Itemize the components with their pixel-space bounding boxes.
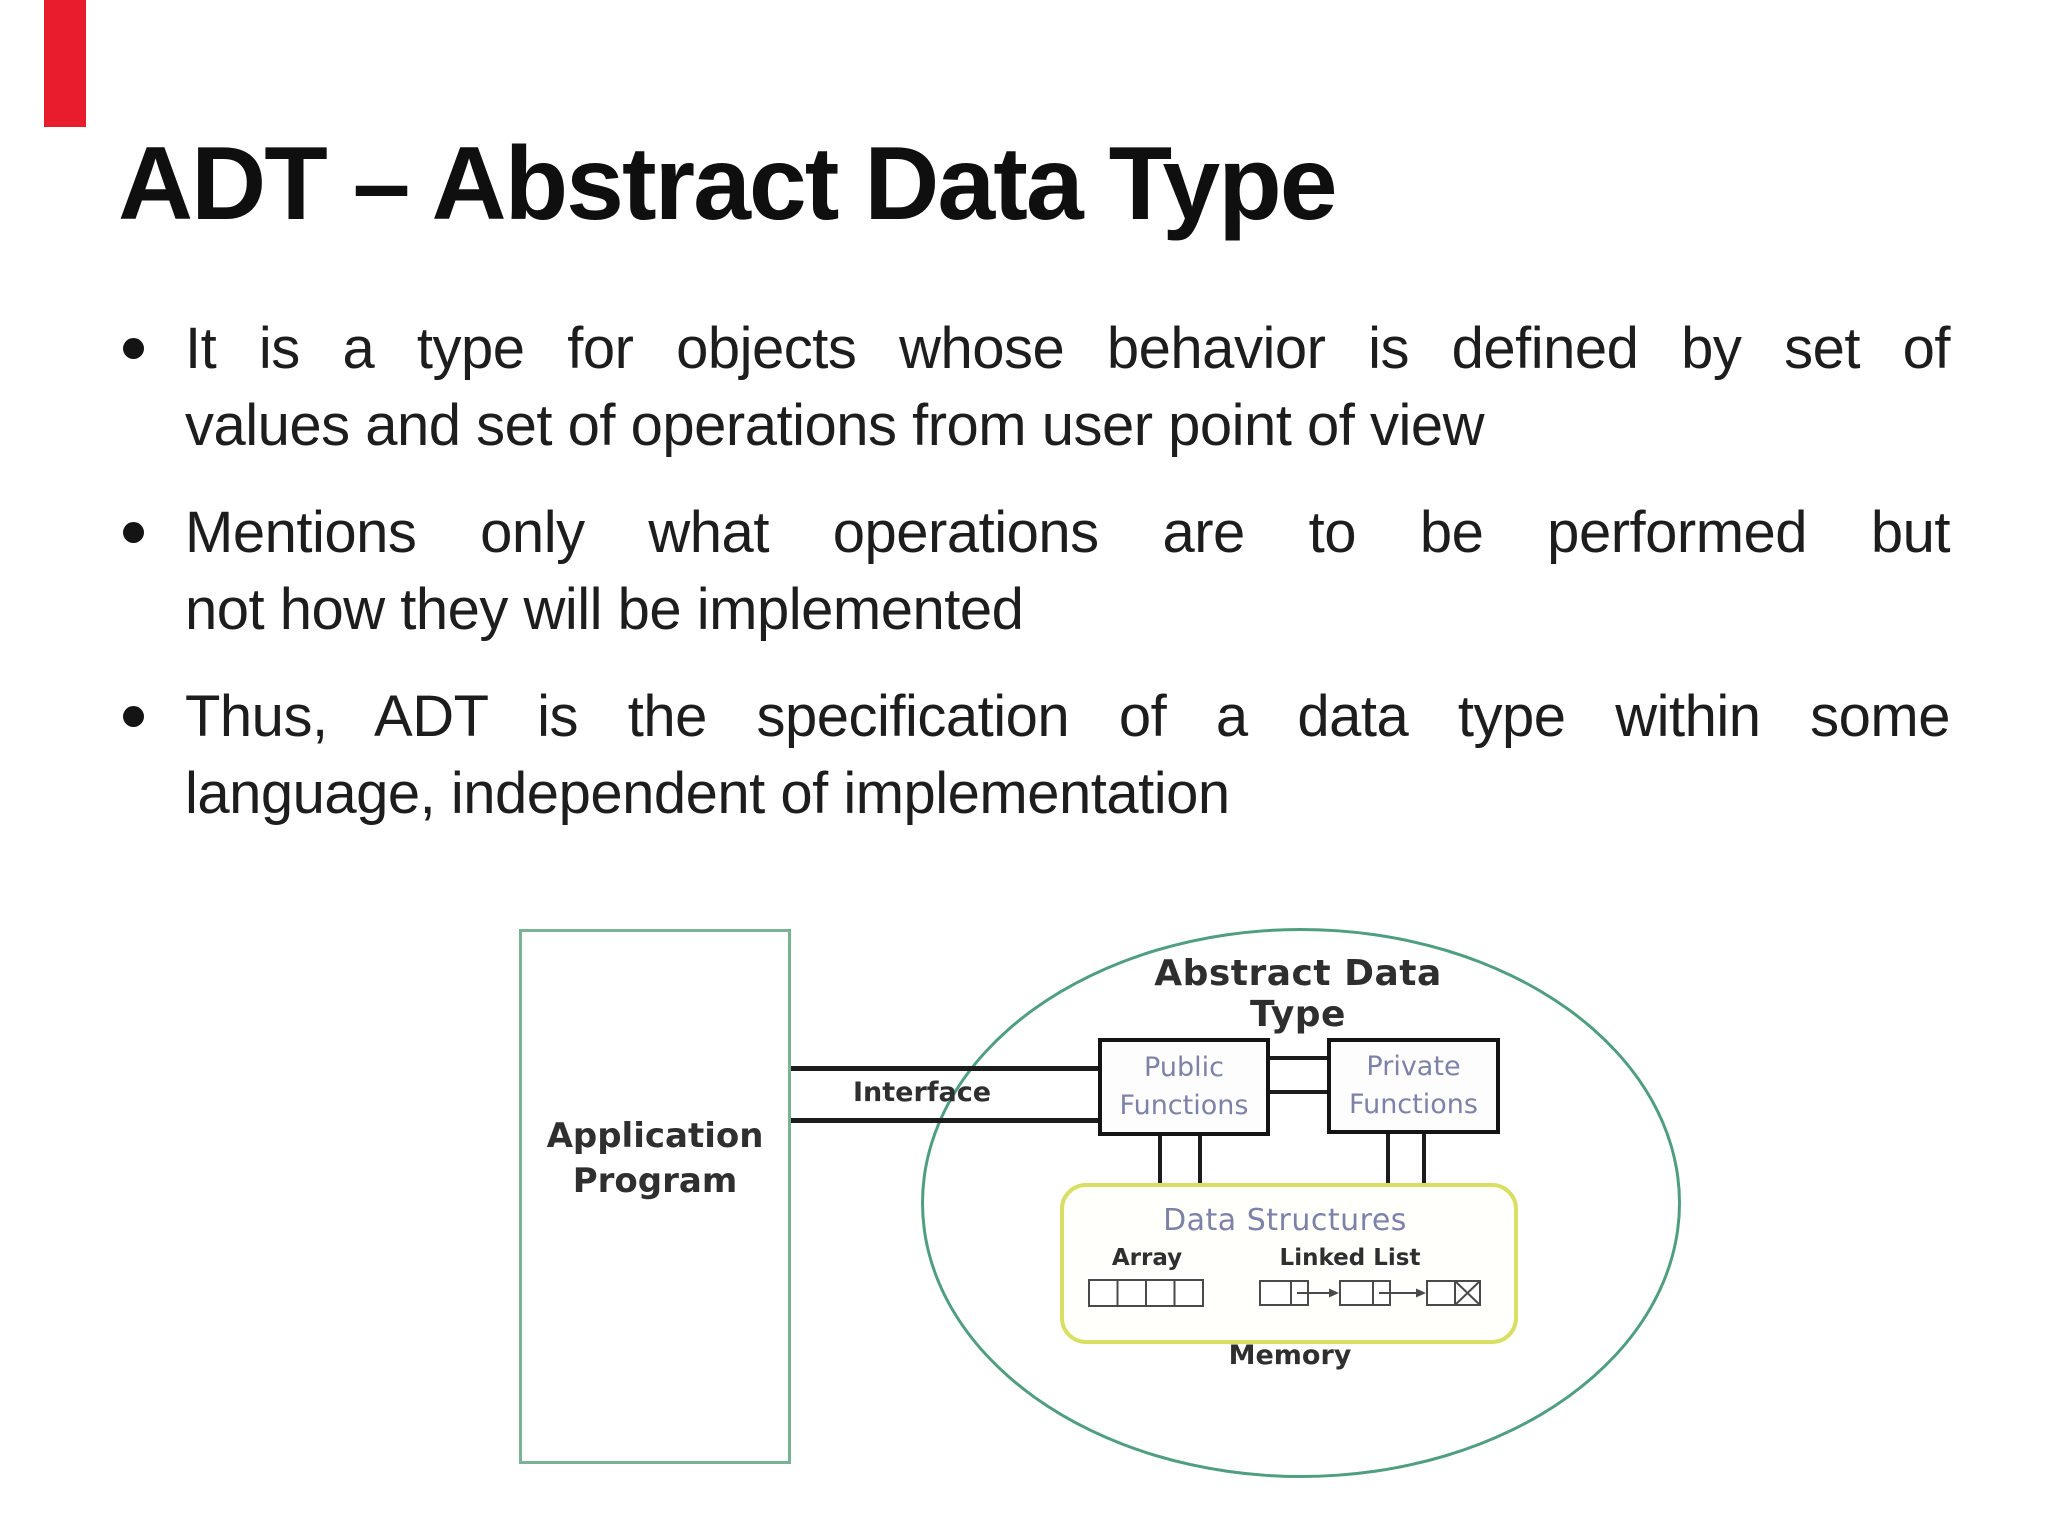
bullet-item-2: Mentions only what operations are to be … [123,494,1951,648]
slide-title: ADT – Abstract Data Type [118,126,1338,242]
bullet-2-line-1: Mentions only what operations are to be … [185,500,1951,565]
linked-list-label: Linked List [1279,1245,1421,1271]
bullet-dot [123,522,144,543]
private-box-label-line1: Private [1366,1051,1461,1082]
bullet-3-line-2: language, independent of implementation [185,761,1230,826]
application-box-label-line2: Program [572,1160,738,1201]
application-box-label-line1: Application [546,1115,764,1156]
private-to-ds-line-2 [1422,1126,1426,1187]
interface-line-top [783,1066,1098,1071]
bullet-1-line-2: values and set of operations from user p… [185,393,1485,458]
interface-line-bottom [783,1118,1098,1123]
public-private-connector-top [1262,1056,1327,1060]
public-box-label-line2: Functions [1119,1090,1249,1121]
private-functions-box: Private Functions [1327,1038,1500,1134]
public-functions-box: Public Functions [1098,1038,1270,1136]
bullet-1-line-1: It is a type for objects whose behavior … [185,316,1951,381]
interface-label: Interface [852,1077,992,1108]
bullet-3-line-1: Thus, ADT is the specification of a data… [185,684,1951,749]
public-to-ds-line-2 [1198,1128,1202,1187]
array-graphic [1088,1279,1204,1307]
public-to-ds-line-1 [1158,1128,1162,1187]
memory-label: Memory [1228,1340,1352,1371]
bullet-item-1: It is a type for objects whose behavior … [123,310,1951,464]
data-structures-box [1060,1183,1518,1344]
bullet-list: It is a type for objects whose behavior … [123,310,1951,862]
array-label: Array [1111,1245,1183,1271]
public-box-label-line1: Public [1144,1052,1224,1083]
private-to-ds-line-1 [1386,1126,1390,1187]
bullet-2-line-2: not how they will be implemented [185,577,1024,642]
bullet-item-3: Thus, ADT is the specification of a data… [123,678,1951,832]
bullet-dot [123,338,144,359]
private-box-label-line2: Functions [1349,1089,1478,1120]
data-structures-label: Data Structures [1163,1203,1407,1238]
application-program-box: Application Program [519,929,791,1464]
red-marker-bar [44,0,86,127]
linked-list-graphic [1259,1280,1481,1306]
adt-ellipse [921,928,1681,1478]
public-private-connector-bottom [1262,1090,1327,1094]
bullet-dot [123,706,144,727]
ellipse-title: Abstract Data Type [1154,953,1442,1035]
